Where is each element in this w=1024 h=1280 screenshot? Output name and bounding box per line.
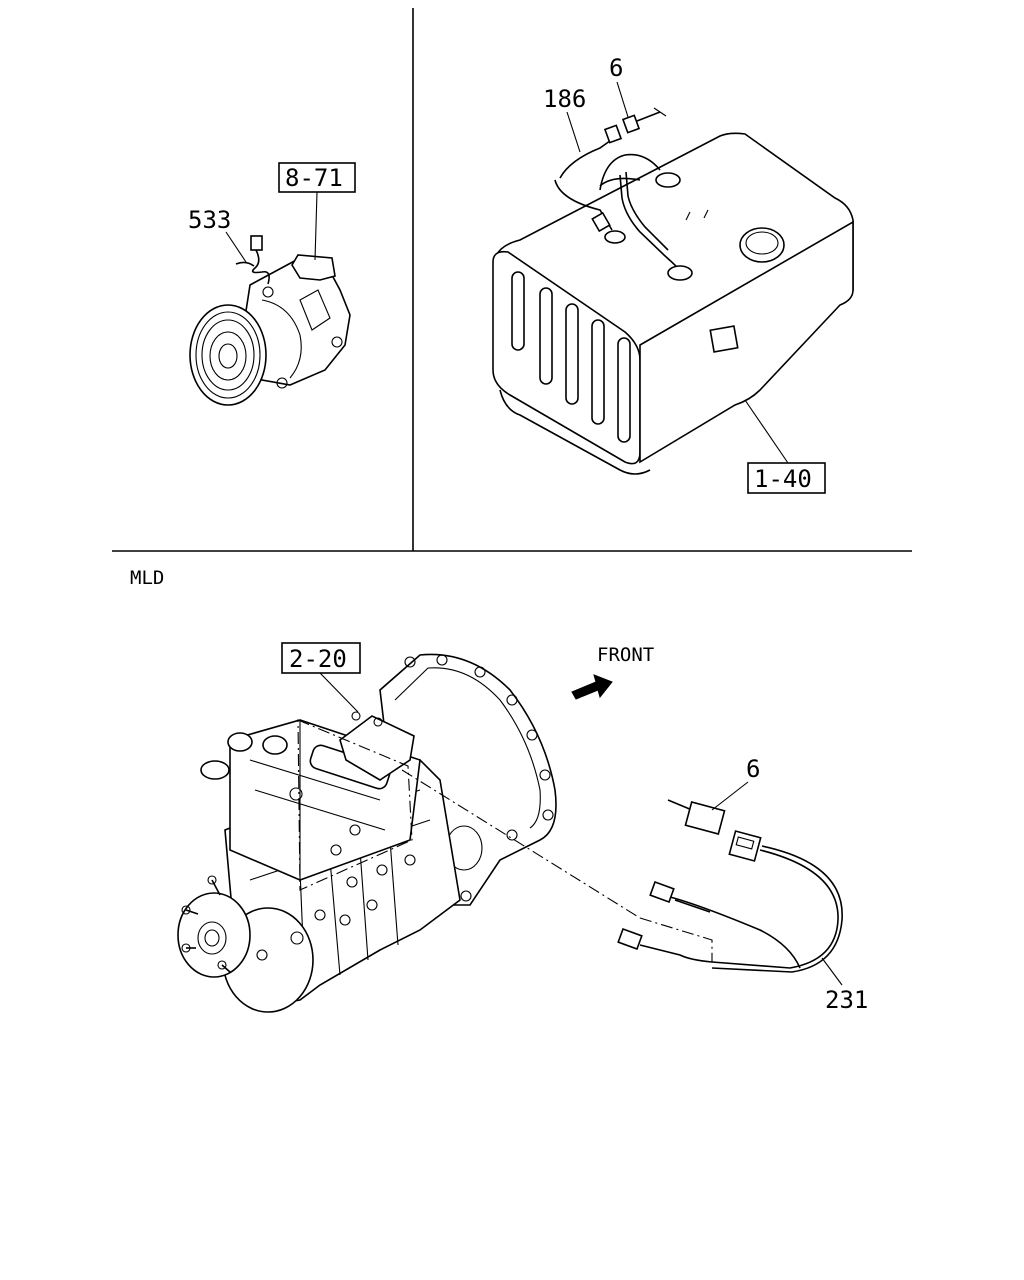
callout-231: 231	[825, 986, 868, 1014]
callout-6-tank: 6	[609, 54, 623, 82]
section-label-mld: MLD	[130, 567, 164, 589]
leader-8-71	[314, 191, 318, 261]
callout-186: 186	[543, 85, 586, 113]
connector-6	[667, 799, 726, 835]
leader-6-transmission	[711, 781, 749, 811]
ref-box-1-40	[747, 462, 826, 494]
ref-2-20: 2-20	[289, 645, 347, 673]
leader-1-40	[744, 399, 789, 464]
ref-1-40: 1-40	[754, 465, 812, 493]
leader-186	[566, 111, 581, 153]
ref-box-2-20	[281, 642, 361, 674]
ref-8-71: 8-71	[285, 164, 343, 192]
front-label: FRONT	[597, 644, 654, 666]
callout-533: 533	[188, 206, 231, 234]
leader-6-tank	[616, 81, 629, 118]
ac-compressor	[189, 235, 351, 406]
leader-231	[821, 957, 843, 986]
leader-533	[225, 231, 247, 263]
callout-6-transmission: 6	[746, 755, 760, 783]
wiring-harness-231	[401, 769, 843, 973]
leader-2-20	[319, 672, 359, 713]
front-arrow-icon	[571, 674, 613, 700]
fuel-tank	[492, 107, 854, 475]
transmission	[177, 653, 557, 1013]
